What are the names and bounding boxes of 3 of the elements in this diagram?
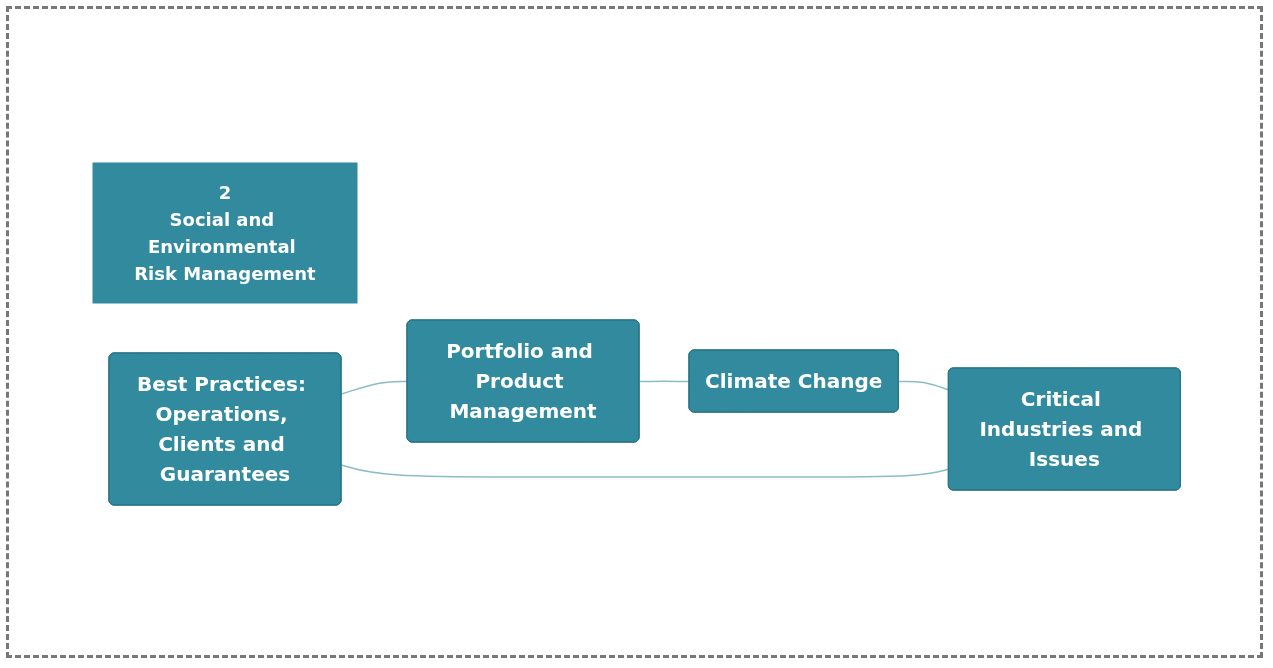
- connector: [340, 464, 950, 478]
- node-box: 2 Social and Environmental Risk Management: [92, 162, 358, 304]
- connector: [897, 380, 950, 391]
